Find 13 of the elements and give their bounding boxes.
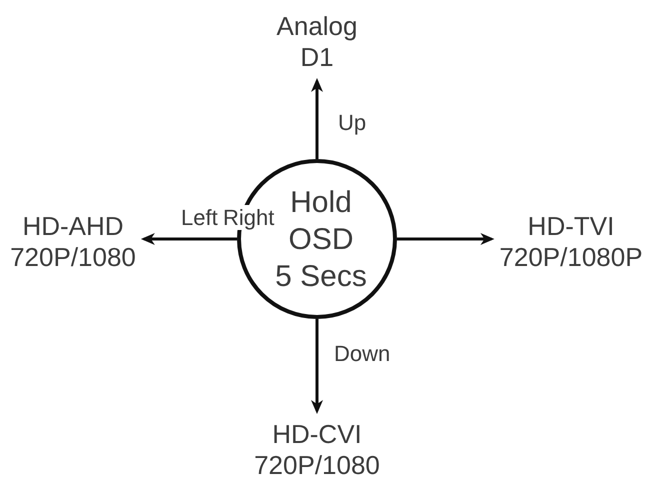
arrow — [311, 78, 323, 159]
text-label: Right — [222, 205, 276, 230]
edge-label: Left — [180, 205, 219, 230]
node-label: HD-CVI 720P/1080 — [254, 419, 380, 481]
edge-label: Up — [337, 110, 368, 135]
edge-label: Down — [333, 341, 392, 366]
arrow — [311, 319, 323, 414]
node-label: Analog D1 — [276, 11, 358, 73]
node-text: Hold OSD 5 Secs — [275, 184, 367, 294]
node-label: HD-AHD 720P/1080 — [10, 211, 136, 273]
node-label: HD-TVI 720P/1080P — [499, 211, 643, 273]
arrow — [397, 233, 494, 245]
arrow — [140, 233, 237, 245]
